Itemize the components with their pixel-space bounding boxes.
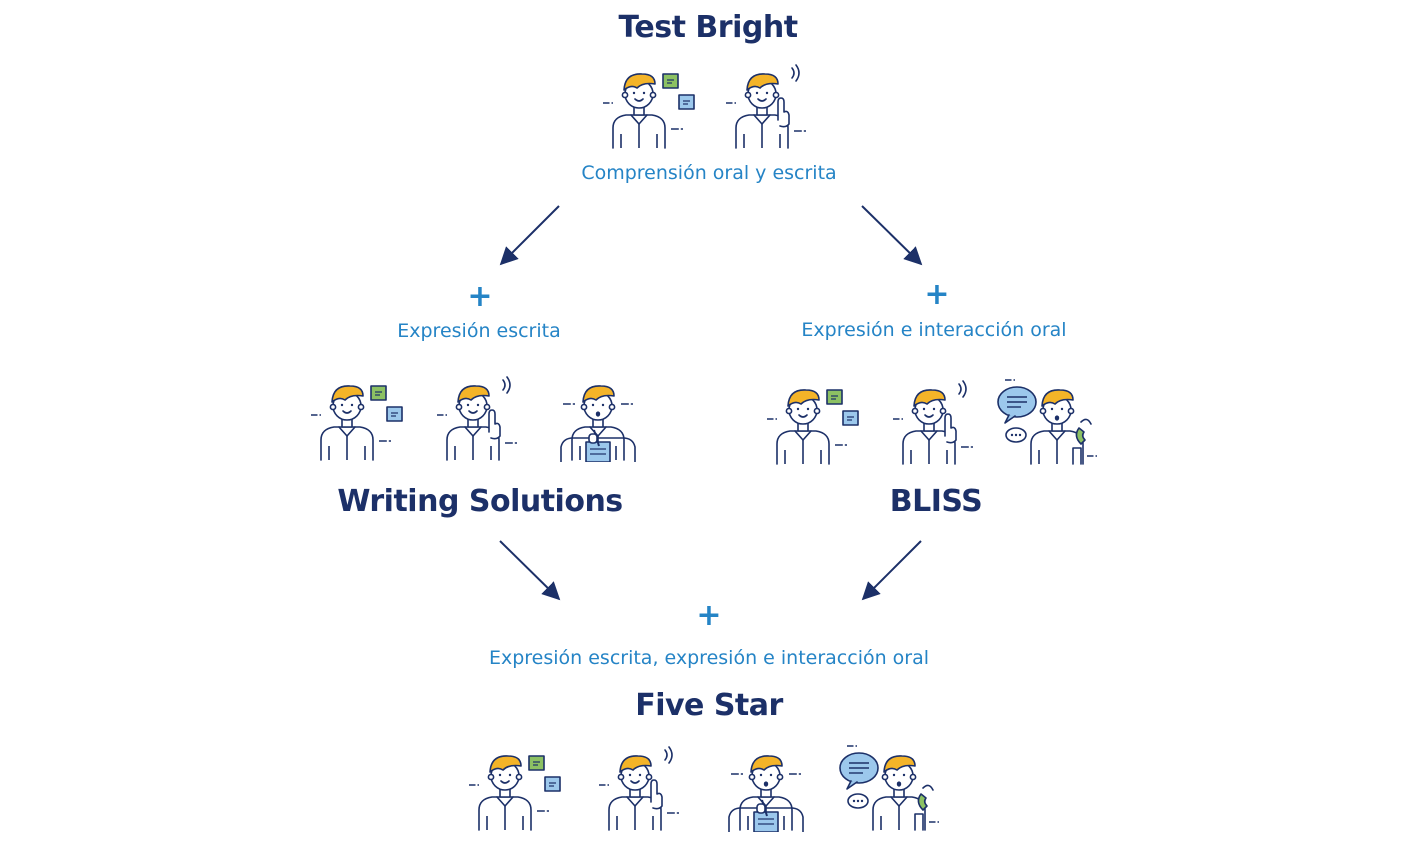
listening-person-icon <box>889 376 993 466</box>
listening-person-icon <box>433 372 537 462</box>
bliss-skill: Expresión e interacción oral <box>801 319 1067 341</box>
reading-person-icon <box>467 742 571 832</box>
arrow-to-writing-solutions <box>499 205 560 266</box>
writing-person-icon <box>721 742 825 833</box>
test-bright-skill: Comprensión oral y escrita <box>581 162 837 184</box>
arrow-writing-to-five-star <box>499 540 561 601</box>
reading-person-icon <box>309 372 413 462</box>
writing-solutions-plus: + <box>467 279 493 314</box>
reading-person-icon <box>765 376 869 466</box>
writing-solutions-skill: Expresión escrita <box>397 320 561 342</box>
speaking-person-icon <box>995 376 1099 466</box>
test-bright-title: Test Bright <box>618 10 798 45</box>
speaking-person-icon <box>837 742 941 832</box>
arrow-to-bliss <box>861 205 923 266</box>
reading-person-icon <box>601 60 705 150</box>
bliss-plus: + <box>924 277 950 312</box>
writing-person-icon <box>553 372 657 463</box>
arrow-bliss-to-five-star <box>861 540 922 601</box>
bliss-title: BLISS <box>889 484 983 519</box>
listening-person-icon <box>595 742 699 832</box>
writing-solutions-title: Writing Solutions <box>337 484 623 519</box>
five-star-skill: Expresión escrita, expresión e interacci… <box>488 647 930 669</box>
five-star-plus: + <box>696 598 722 633</box>
listening-person-icon <box>722 60 826 150</box>
five-star-title: Five Star <box>635 688 783 723</box>
